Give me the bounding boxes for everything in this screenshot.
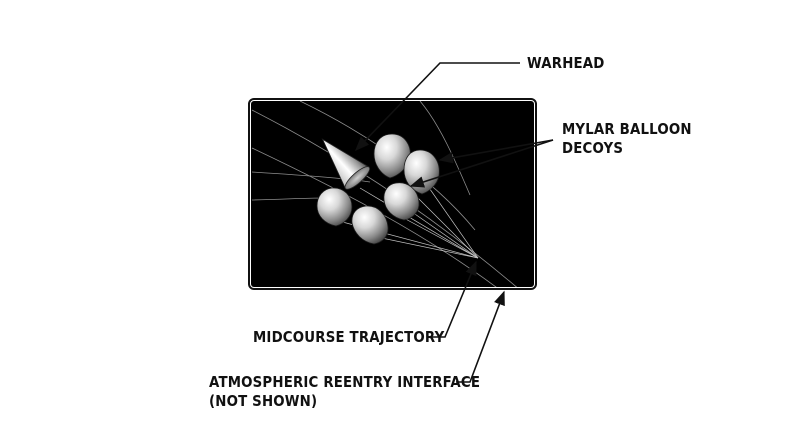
label-decoys-line2: DECOYS (562, 139, 624, 157)
callout-warhead (354, 62, 520, 152)
balloon-decoy (316, 187, 353, 227)
label-decoys-line1: MYLAR BALLOON (562, 120, 692, 138)
balloon-decoy (373, 133, 411, 179)
callout-decoys (409, 139, 554, 188)
callout-midcourse (430, 260, 477, 338)
label-warhead: WARHEAD (527, 54, 605, 73)
label-atmospheric-reentry: ATMOSPHERIC REENTRY INTERFACE (NOT SHOWN… (209, 373, 480, 411)
label-mylar-balloon-decoys: MYLAR BALLOON DECOYS (562, 120, 692, 158)
warhead-cone (321, 138, 371, 190)
label-midcourse-trajectory: MIDCOURSE TRAJECTORY (253, 328, 444, 347)
label-reentry-line2: (NOT SHOWN) (209, 392, 318, 410)
balloon-decoy (383, 182, 420, 221)
label-midcourse-text: MIDCOURSE TRAJECTORY (253, 328, 445, 346)
label-reentry-line1: ATMOSPHERIC REENTRY INTERFACE (209, 373, 481, 391)
label-warhead-text: WARHEAD (527, 54, 605, 72)
balloon-decoy (351, 205, 389, 245)
callout-reentry (456, 290, 505, 383)
tether-lines (334, 181, 479, 259)
